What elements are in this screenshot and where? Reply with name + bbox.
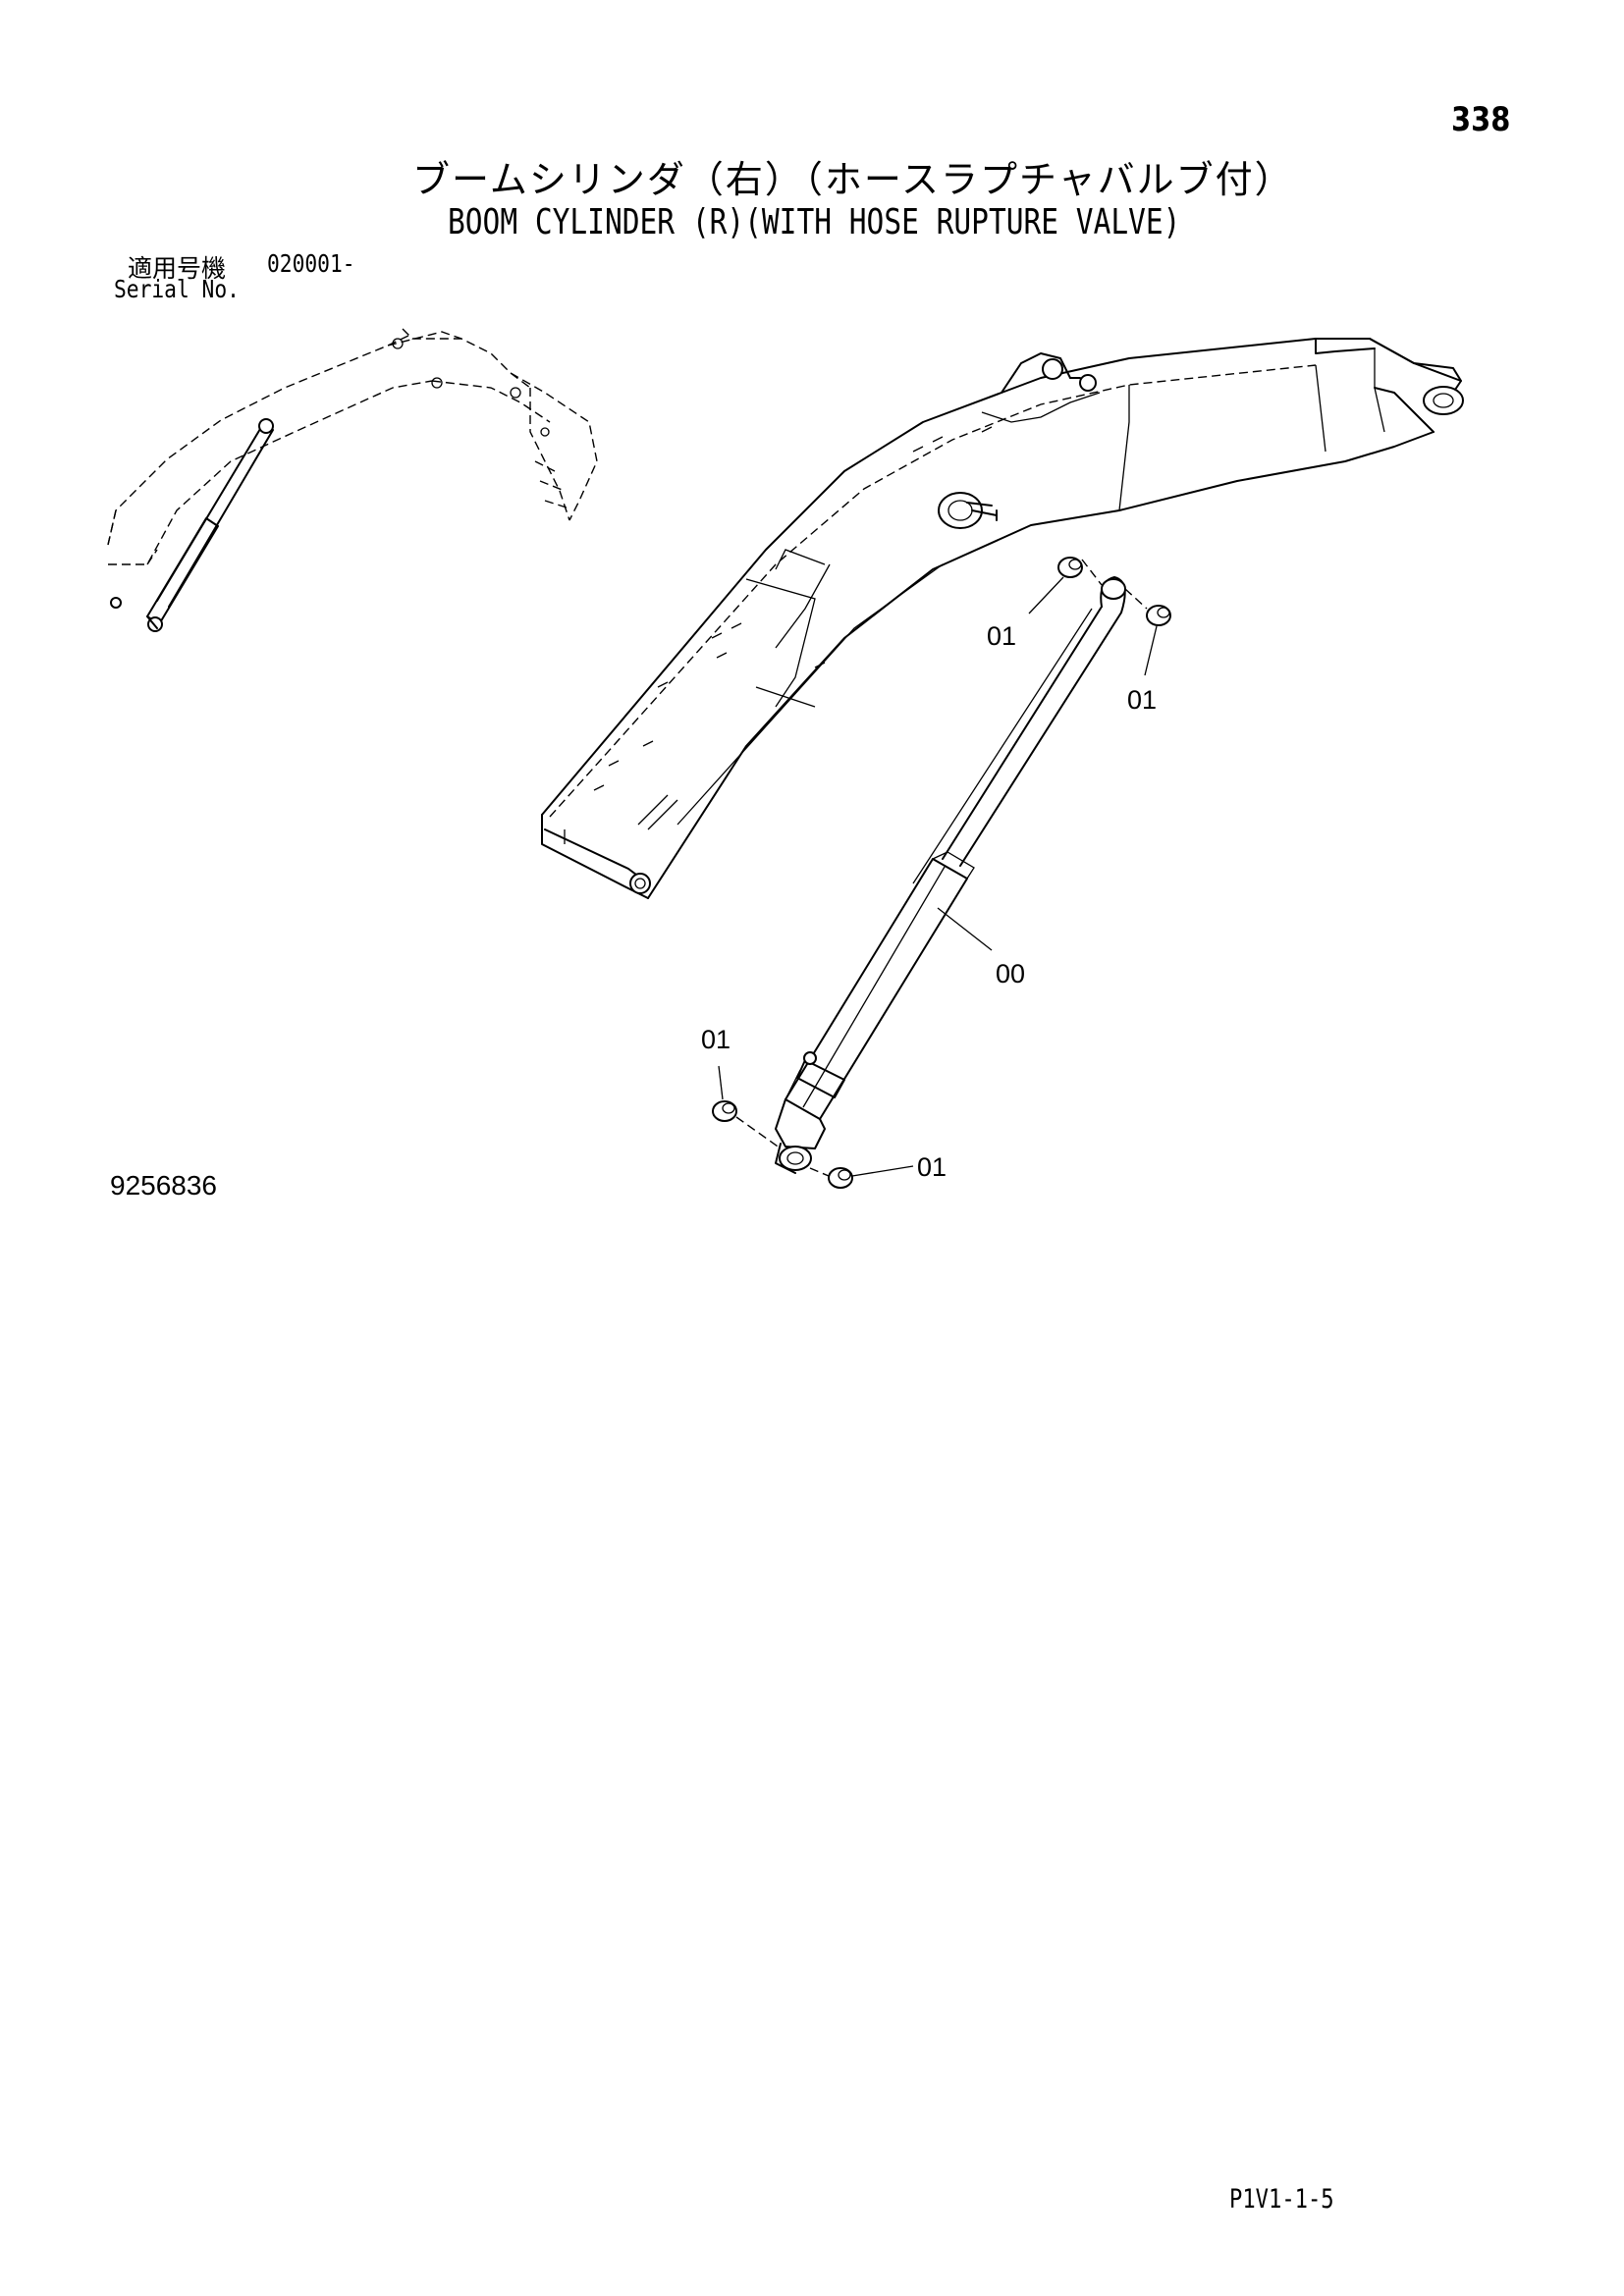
bushing-upper-right <box>1146 605 1171 626</box>
callout-01-upper-left: 01 <box>987 621 1016 651</box>
serial-label-japanese: 適用号機 <box>128 254 227 283</box>
callout-01-upper-right: 01 <box>1127 685 1157 715</box>
callout-01-lower-right: 01 <box>917 1152 947 1182</box>
title-japanese: ブームシリンダ（右）（ホースラプチャバルブ付） <box>412 158 1294 201</box>
leader-lines <box>718 576 1158 1177</box>
bushing-upper-left <box>1057 557 1083 578</box>
figure-number: 9256836 <box>110 1170 218 1201</box>
bushing-lower-left <box>712 1100 737 1122</box>
locator-view <box>107 328 598 632</box>
bushings <box>712 557 1171 1189</box>
boom-cylinder <box>775 576 1126 1174</box>
title-english: BOOM CYLINDER (R)(WITH HOSE RUPTURE VALV… <box>448 202 1181 242</box>
callout-01-lower-left: 01 <box>701 1025 731 1054</box>
page-number: 338 <box>1451 100 1511 139</box>
footer-code: P1V1-1-5 <box>1229 2184 1334 2215</box>
serial-label-english: Serial No. <box>114 275 240 303</box>
serial-range: 020001- <box>267 249 355 278</box>
bushing-lower-right <box>828 1167 853 1189</box>
callout-00-cylinder: 00 <box>996 959 1025 988</box>
boom <box>541 338 1464 899</box>
